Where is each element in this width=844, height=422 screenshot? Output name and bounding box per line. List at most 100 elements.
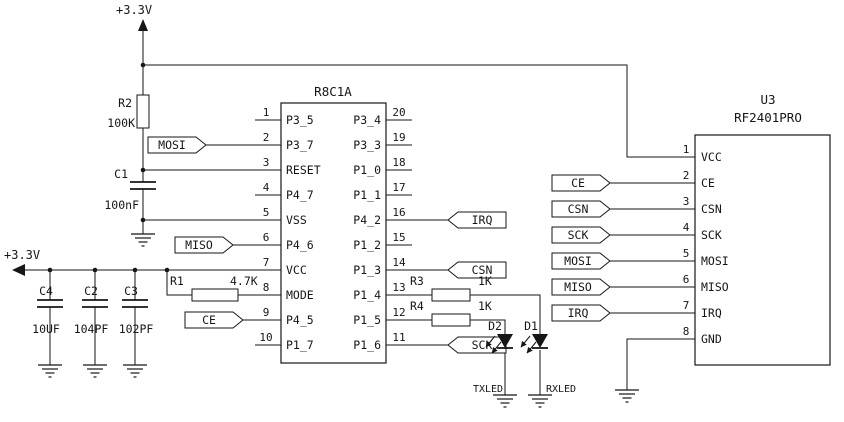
- capacitor-c1: C1 100nF: [104, 167, 156, 212]
- mcu-pin-name: VSS: [286, 213, 307, 227]
- flag-shape: [184, 311, 244, 329]
- flag-label: MOSI: [158, 138, 186, 152]
- signal-flag-miso-rf: MISO: [551, 278, 611, 296]
- resistor-value: 1K: [478, 274, 492, 288]
- mcu-pin-name: P4_6: [286, 238, 314, 252]
- led-ref: D2: [488, 319, 502, 333]
- mcu-pin-number: 3: [263, 156, 270, 169]
- mcu-pin-name: P1_4: [353, 288, 381, 302]
- flag-label: MISO: [185, 238, 213, 252]
- signal-flag-irq-mcu: IRQ: [447, 211, 507, 229]
- flag-label: IRQ: [568, 306, 589, 320]
- mcu-pin-name: P4_7: [286, 188, 314, 202]
- rf-pin-name: CSN: [701, 202, 722, 216]
- rf-ic: U3 RF2401PRO 1 VCC 2 CE 3 CSN 4 SCK 5 MO…: [683, 92, 831, 366]
- power-flag-top: +3.3V: [116, 3, 152, 31]
- signal-flag-mosi-mcu: MOSI: [147, 136, 207, 154]
- junction-dot: [140, 167, 146, 173]
- ground-symbol-d2: [492, 394, 518, 408]
- wire-mode-net: [166, 270, 281, 296]
- wires: [25, 30, 695, 395]
- mcu-pin-name: P4_2: [353, 213, 381, 227]
- mcu-pin-number: 8: [263, 281, 270, 294]
- rf-pin-number: 1: [683, 143, 690, 156]
- led-diode-icon: [497, 334, 513, 348]
- mcu-pin-name: P3_7: [286, 138, 314, 152]
- rf-pin-name: CE: [701, 176, 715, 190]
- mcu-pin-name: P1_0: [353, 163, 381, 177]
- power-arrow-up-icon: [138, 19, 148, 31]
- signal-flag-sck-mcu: SCK: [447, 336, 507, 354]
- mcu-pin-number: 1: [263, 106, 270, 119]
- capacitor-ref: C3: [124, 284, 138, 298]
- capacitor-value: 10UF: [32, 322, 60, 336]
- power-flag-left: +3.3V: [4, 248, 40, 276]
- resistor-ref: R1: [170, 274, 184, 288]
- power-arrow-left-icon: [12, 264, 25, 276]
- resistor-r3: R3 1K: [410, 274, 492, 302]
- resistor-ref: R3: [410, 274, 424, 288]
- rf-pin-number: 3: [683, 195, 690, 208]
- flag-label: IRQ: [472, 213, 493, 227]
- flag-shape: [447, 261, 507, 279]
- junction-dot: [92, 267, 98, 273]
- mcu-pin-name: P1_7: [286, 338, 314, 352]
- resistor-ref: R4: [410, 299, 424, 313]
- junction-dot: [164, 267, 170, 273]
- mcu-right-pin-stubs: [386, 119, 412, 246]
- mcu-ic: R8C1A 1 P3_5 2 P3_7 3 RESET 4 P4_7 5 VSS…: [259, 84, 406, 364]
- mcu-pin-name: P3_5: [286, 113, 314, 127]
- flag-shape: [447, 211, 507, 229]
- flag-label: CE: [571, 176, 585, 190]
- signal-flag-irq-rf: IRQ: [551, 304, 611, 322]
- mcu-pin-name: P4_5: [286, 313, 314, 327]
- mcu-pin-number: 11: [392, 331, 405, 344]
- mcu-pin-number: 16: [392, 206, 405, 219]
- mcu-pin-number: 7: [263, 256, 270, 269]
- mcu-title: R8C1A: [314, 84, 352, 99]
- capacitor-value: 100nF: [104, 198, 139, 212]
- flag-shape: [551, 226, 611, 244]
- capacitor-ref: C2: [84, 284, 98, 298]
- resistor-body: [136, 94, 150, 129]
- rf-pin-name: MISO: [701, 280, 729, 294]
- mcu-pin-name: MODE: [286, 288, 314, 302]
- mcu-left-pin-stubs: [255, 119, 281, 346]
- mcu-pin-name: P1_5: [353, 313, 381, 327]
- mcu-pin-number: 9: [263, 306, 270, 319]
- flag-shape: [147, 136, 207, 154]
- mcu-pin-name: RESET: [286, 163, 321, 177]
- rf-ref: U3: [760, 92, 775, 107]
- rf-body: [694, 134, 831, 366]
- flag-label: CSN: [568, 202, 589, 216]
- resistor-value: 100K: [107, 116, 135, 130]
- mcu-pin-number: 19: [392, 131, 405, 144]
- wire-vcc-top-net: [142, 30, 695, 158]
- signal-flag-miso-mcu: MISO: [174, 236, 234, 254]
- mcu-pin-number: 20: [392, 106, 405, 119]
- capacitor-c4: C4 10UF: [32, 284, 63, 336]
- flag-shape: [551, 304, 611, 322]
- mcu-pin-name: P1_2: [353, 238, 381, 252]
- capacitor-value: 102PF: [119, 322, 154, 336]
- wire-r4-d2-net: [386, 319, 506, 395]
- capacitor-c3: C3 102PF: [119, 284, 154, 336]
- mcu-pin-name: VCC: [286, 263, 307, 277]
- led-d1: D1 RXLED: [520, 319, 576, 395]
- ground-symbol-c4: [37, 364, 63, 378]
- ground-symbol-c3: [122, 364, 148, 378]
- led-emission-arrow-icon: [491, 341, 502, 354]
- signal-flag-mosi-rf: MOSI: [551, 252, 611, 270]
- wire-r3-d1-net: [386, 294, 541, 395]
- flag-shape: [551, 252, 611, 270]
- signal-flag-csn-rf: CSN: [551, 200, 611, 218]
- led-emission-arrow-icon: [526, 341, 537, 354]
- rf-pin-name: GND: [701, 332, 722, 346]
- mcu-body: [280, 102, 387, 364]
- rf-pin-name: MOSI: [701, 254, 729, 268]
- capacitor-value: 104PF: [74, 322, 109, 336]
- ground-symbol-rf: [614, 389, 640, 403]
- mcu-pin-name: P1_3: [353, 263, 381, 277]
- junction-dot: [47, 267, 53, 273]
